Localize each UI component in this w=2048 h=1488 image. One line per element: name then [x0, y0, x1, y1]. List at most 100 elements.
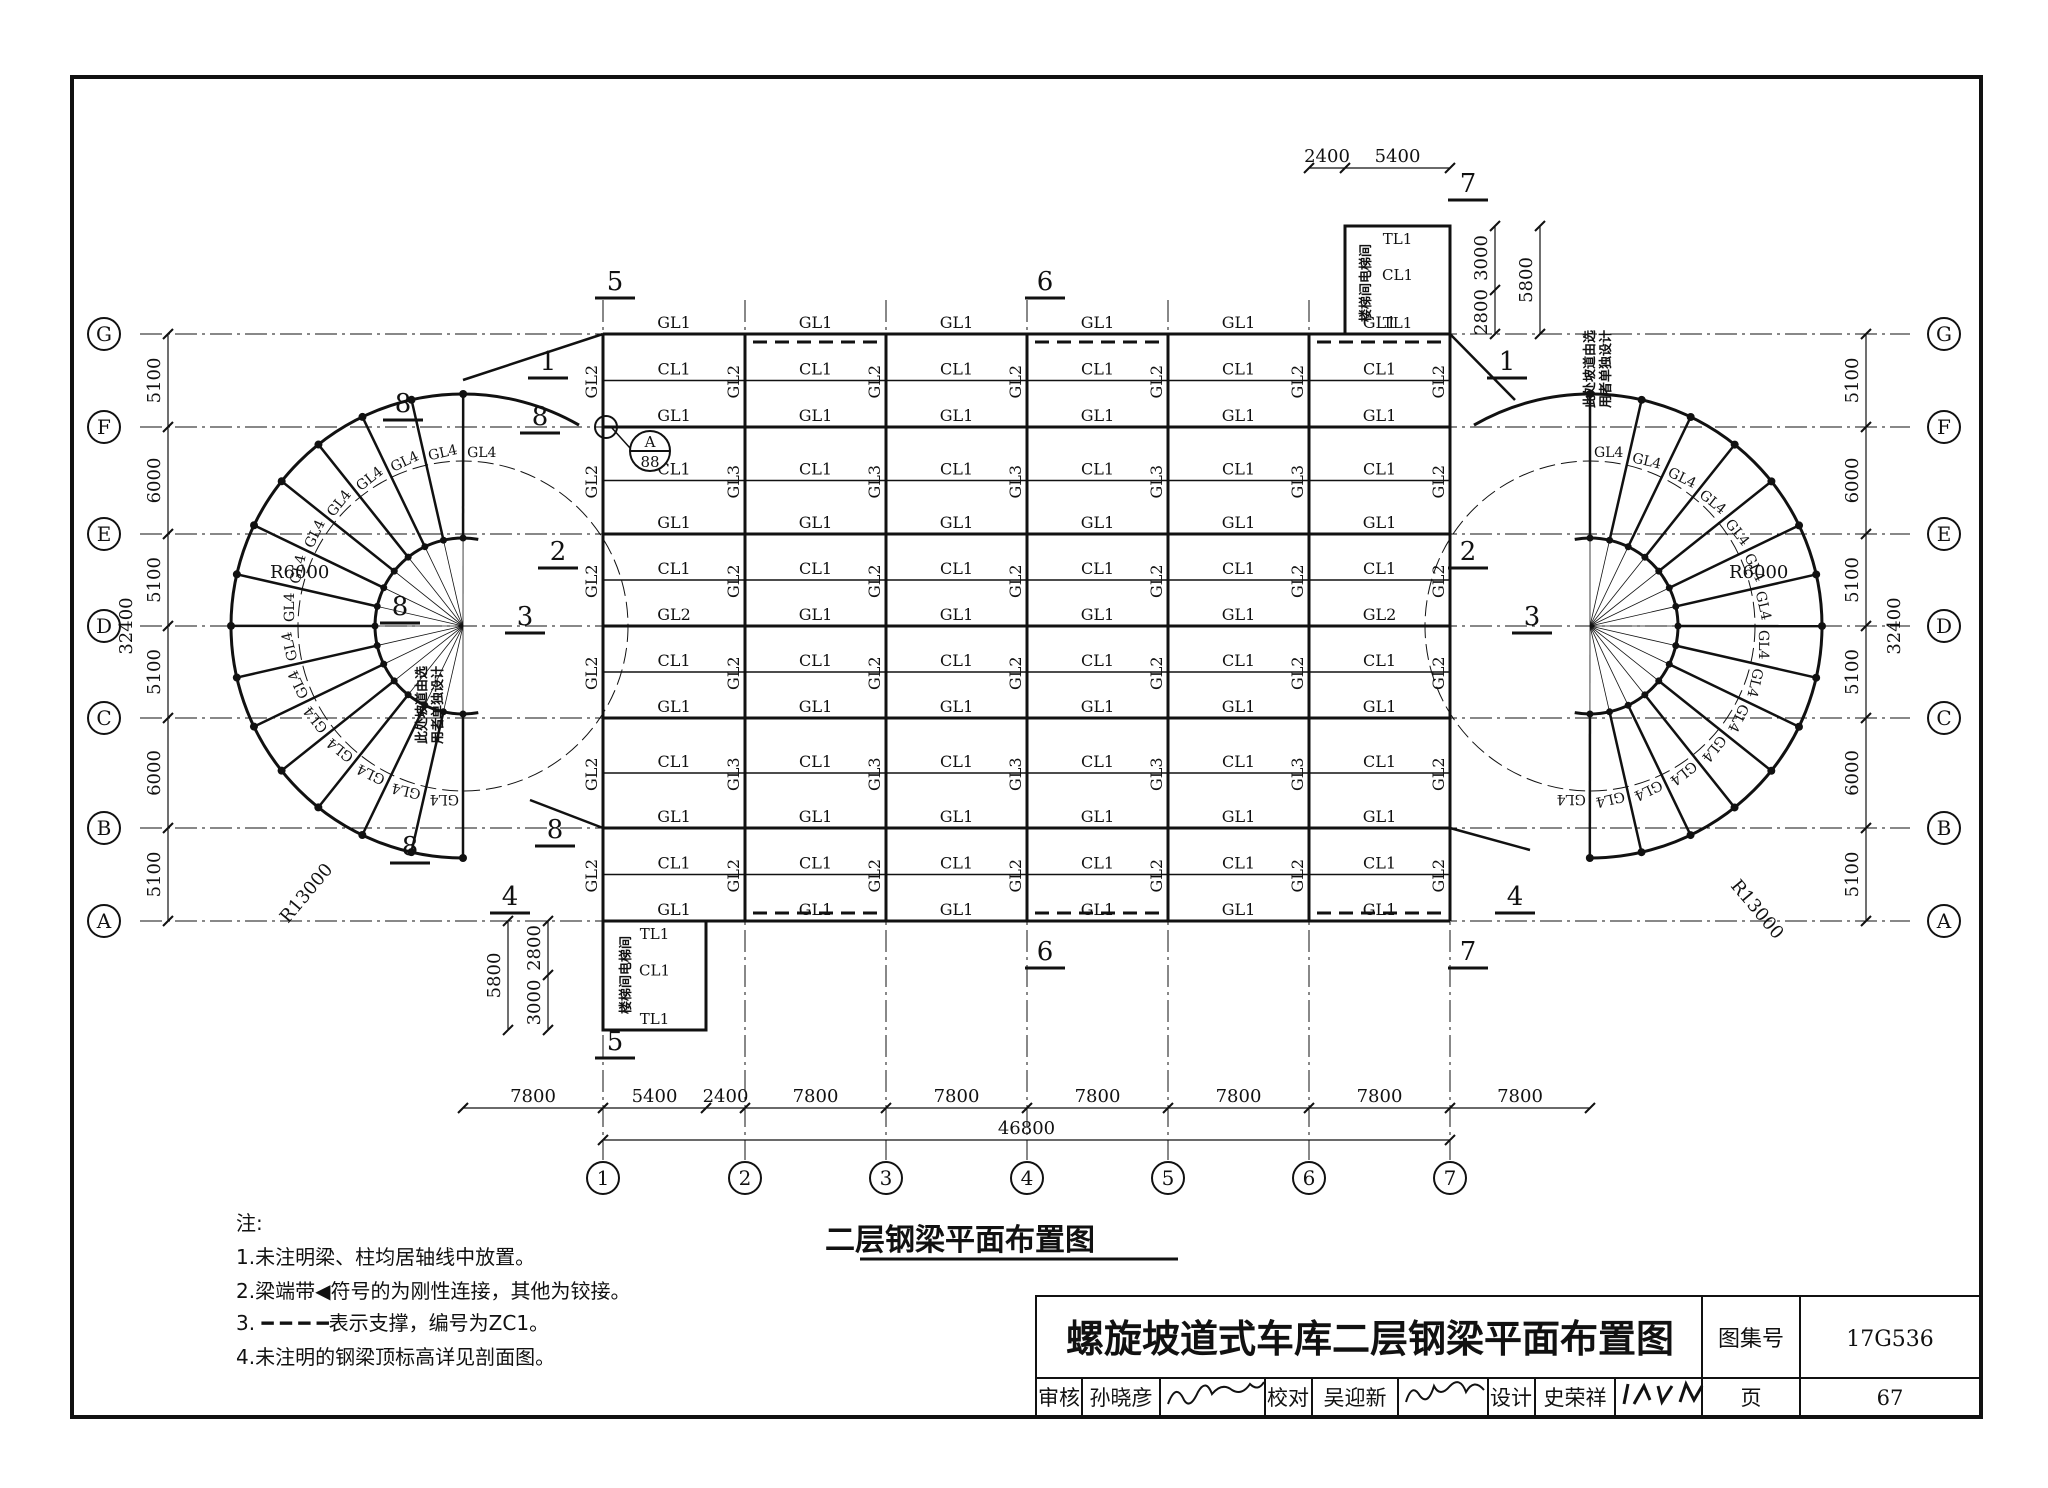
stair-top-dim-tick [1303, 162, 1315, 174]
stair-top-vdim-tick [1489, 220, 1501, 232]
stair-beam-label: TL1 [1383, 230, 1413, 248]
ramp-column [1585, 853, 1594, 862]
ramp-note-left-1: 此处坡道由选 [414, 666, 430, 744]
ramp-radial-beam [1627, 416, 1692, 548]
beam-label: CL1 [799, 651, 832, 670]
ramp-link-beam-0 [462, 332, 604, 382]
ramp-center-ray [377, 605, 464, 627]
ramp-link-beam-3 [1449, 826, 1531, 852]
ramp-column [227, 621, 236, 630]
girder-label: GL2 [865, 564, 884, 598]
ramp-beam-label: GL4 [1696, 487, 1729, 518]
axis-bubble-A [87, 904, 121, 938]
axis-label-5: 5 [1162, 1166, 1175, 1190]
ramp-radial-beam [1675, 644, 1817, 679]
ramp-column [1767, 766, 1776, 775]
girder-label: GL2 [1006, 859, 1025, 893]
ramp-column [314, 440, 323, 449]
ramp-radial-beam [236, 573, 378, 608]
note-2: 2.梁端带◀符号的为刚性连接，其他为铰接。 [236, 1279, 630, 1303]
beam-label: GL1 [1081, 900, 1115, 919]
beam-label: CL1 [1363, 752, 1396, 771]
ramp-beam-label: GL4 [390, 779, 422, 801]
total-dim-text: 46800 [998, 1118, 1055, 1139]
stair-bot-vdim-tick [542, 969, 554, 981]
ramp-radial-beam [361, 416, 426, 548]
axis-bubble-3 [869, 1161, 903, 1195]
girder-label: GL2 [582, 656, 601, 690]
ramp-radial-beam [253, 663, 385, 728]
beam-label: GL1 [940, 406, 974, 425]
girder-label: GL2 [582, 564, 601, 598]
axis-label-E: E [97, 522, 112, 546]
beam-label: CL1 [1222, 460, 1255, 479]
beam-label: CL1 [1363, 360, 1396, 379]
beam-label: GL1 [1363, 313, 1397, 332]
axis-label-7: 7 [1444, 1166, 1457, 1190]
left-total-dim: 32400 [116, 597, 137, 654]
girder-label: GL2 [1429, 859, 1448, 893]
ramp-radial-beam [1658, 480, 1773, 573]
stair-bot-vdim-total-text: 5800 [484, 953, 505, 999]
beam-label: GL1 [1222, 807, 1256, 826]
stair-bot-vdim-total-tick [502, 915, 514, 927]
beam-label: CL1 [1222, 854, 1255, 873]
beam-label: GL1 [940, 313, 974, 332]
ramp-radial-beam [410, 399, 445, 541]
detail-sheet: 88 [640, 453, 659, 471]
ramp-column [1730, 803, 1739, 812]
checker-name: 吴迎新 [1324, 1386, 1387, 1410]
beam-label: GL1 [657, 313, 691, 332]
girder-label: GL2 [1288, 365, 1307, 399]
girder-label: GL2 [865, 656, 884, 690]
axis-bubble-2 [728, 1161, 762, 1195]
total-dim-tick [597, 1134, 609, 1146]
ramp-column [407, 848, 416, 857]
ramp-center-ray [424, 625, 464, 706]
stair-bot-vdim-text: 2800 [524, 925, 545, 971]
section-mark-8: 8 [547, 815, 564, 845]
axis-bubble-D [1927, 609, 1961, 643]
beam-label: GL2 [657, 605, 691, 624]
axis-bubble-G [87, 317, 121, 351]
axis-bubble-D [87, 609, 121, 643]
beam-label: CL1 [1081, 460, 1114, 479]
stair-secondary-label: CL1 [1382, 266, 1413, 284]
beam-label: GL1 [657, 697, 691, 716]
beam-label: GL1 [799, 900, 833, 919]
axis-label-D: D [1936, 614, 1952, 638]
axis-bubble-E [87, 517, 121, 551]
ramp-beam-label: GL4 [1755, 630, 1771, 659]
ramp-beam-label: GL4 [353, 464, 386, 495]
ramp-beam-label: GL4 [279, 630, 301, 662]
axis-label-4: 4 [1021, 1166, 1034, 1190]
beam-label: GL1 [1081, 406, 1115, 425]
section-mark-3: 3 [517, 602, 534, 632]
stair-beam-label: TL1 [1383, 314, 1413, 332]
girder-label: GL2 [1429, 465, 1448, 499]
beam-label: GL1 [1081, 313, 1115, 332]
ramp-column [459, 854, 467, 862]
beam-label: CL1 [940, 854, 973, 873]
left-dim-tick [162, 528, 174, 540]
girder-label: GL2 [582, 859, 601, 893]
reviewer-signature [1167, 1381, 1265, 1405]
ramp-center-ray [407, 625, 464, 696]
girder-label: GL2 [1147, 365, 1166, 399]
bottom-dim-tick [1303, 1102, 1315, 1114]
stair-top-dim-text: 2400 [1304, 146, 1350, 167]
ramp-column [1812, 570, 1821, 579]
ramp-center-ray [1589, 546, 1629, 627]
left-dim-text: 5100 [144, 649, 165, 695]
girder-label: GL3 [1147, 757, 1166, 791]
axis-bubble-B [87, 811, 121, 845]
atlas-number: 17G536 [1846, 1327, 1934, 1352]
designer-name: 史荣祥 [1544, 1386, 1607, 1410]
title-block [1035, 1295, 1982, 1418]
girder-label: GL2 [1429, 757, 1448, 791]
beam-label: CL1 [657, 752, 690, 771]
ramp-outer-arc [462, 392, 580, 427]
stair-bot-vdim-total-tick [502, 1024, 514, 1036]
girder-label: GL3 [1006, 465, 1025, 499]
